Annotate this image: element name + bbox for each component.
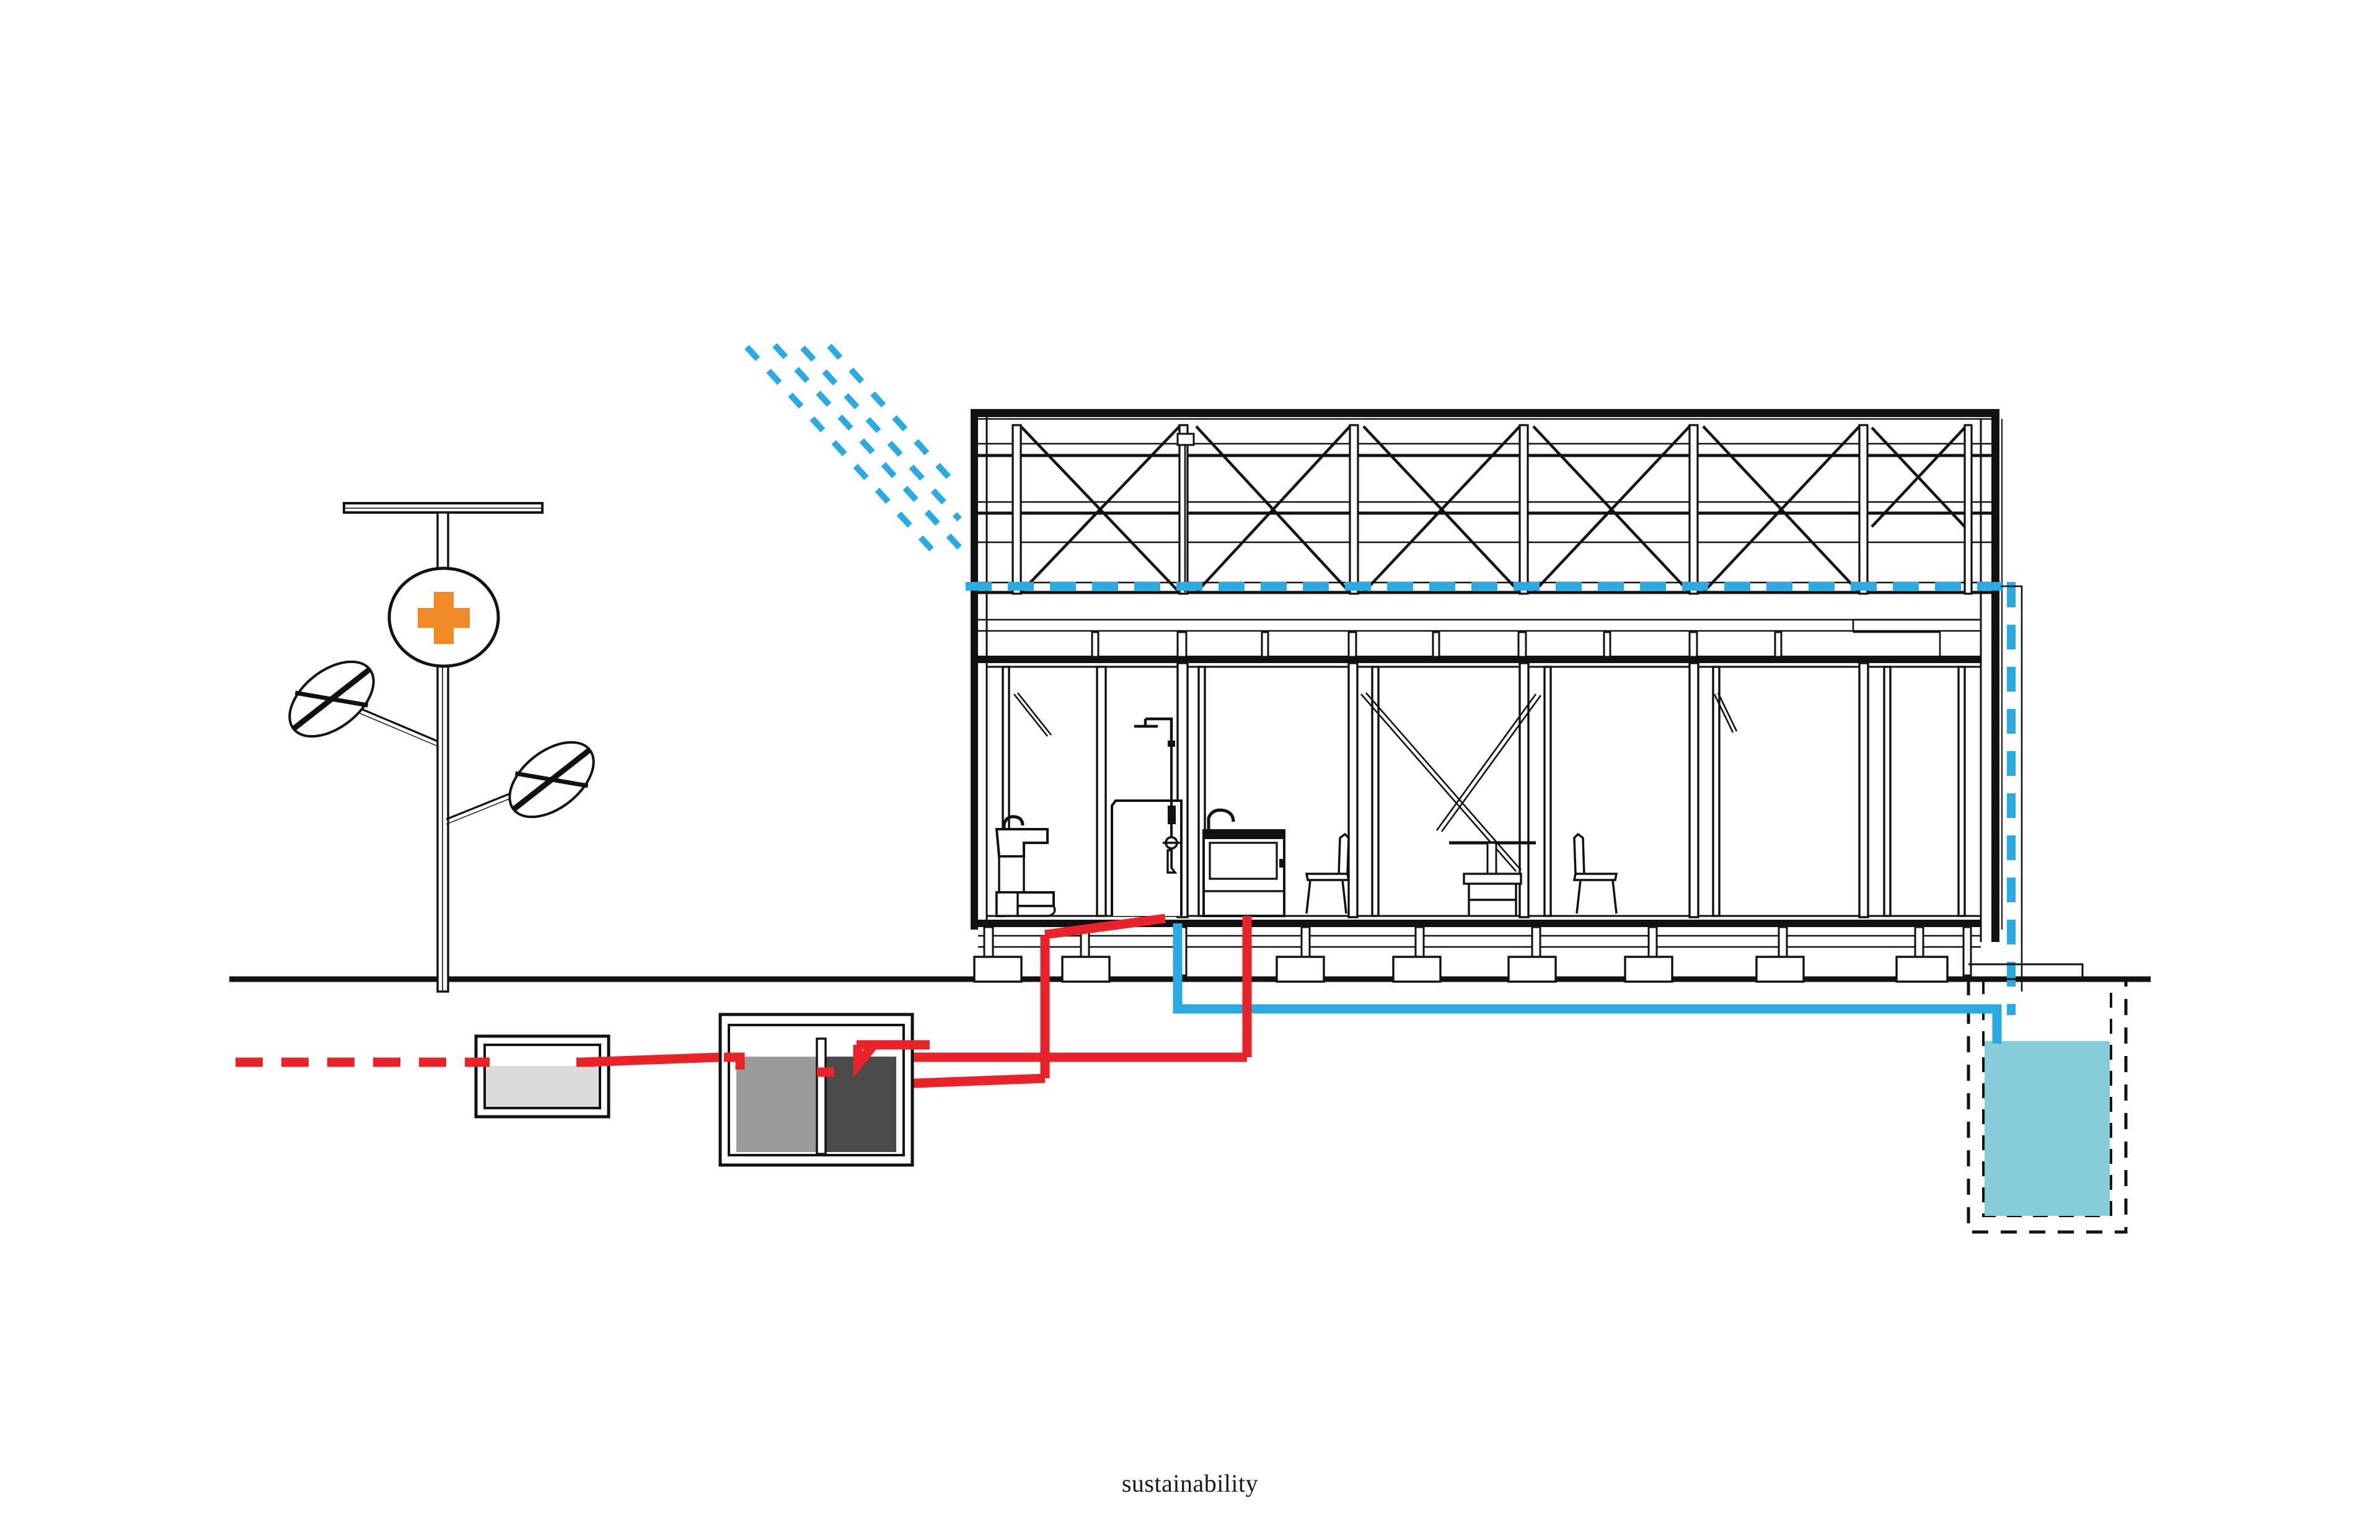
building-envelope [971,409,2003,942]
solar-panel-icon [343,502,544,514]
wind-turbine-left-icon [276,647,387,752]
roof-slab [971,409,1999,420]
rainwater-cistern [1967,963,2128,1234]
shower-head-icon [1134,717,1180,874]
battery-node [387,566,500,668]
rainfall-indicator [744,343,972,563]
bathroom-fixtures [995,717,1183,917]
toilet-icon [995,891,1056,917]
wind-turbine-right-icon [496,728,607,832]
kitchen-counter-icon [1202,829,1285,917]
septic-tank [718,1013,930,1167]
roof-vent [1176,433,1195,592]
plus-icon [418,592,470,644]
treated-water-tank [474,1034,720,1119]
cold-water-supply-line [1173,923,2002,1044]
shower-partition [1111,799,1183,916]
furniture [1305,833,1618,916]
chair-living [1305,833,1350,915]
figure-caption: sustainability [1121,1469,1259,1497]
sink-basin-icon [995,815,1049,894]
roof-truss [978,424,1991,595]
glazed-facade [978,662,1981,927]
floor-structure [973,926,1981,983]
rainwater-downpipe [2001,582,2023,1015]
kitchen-faucet-icon [1207,808,1235,834]
building-section [971,409,2003,983]
footing [973,956,1949,983]
wind-solar-tower [276,502,607,993]
bar-table-icon [1449,841,1536,916]
service-ceiling-band [978,618,1981,663]
kitchen-fixtures [1202,808,1285,917]
chair-bedroom [1573,833,1618,915]
tower-mast [436,511,449,993]
